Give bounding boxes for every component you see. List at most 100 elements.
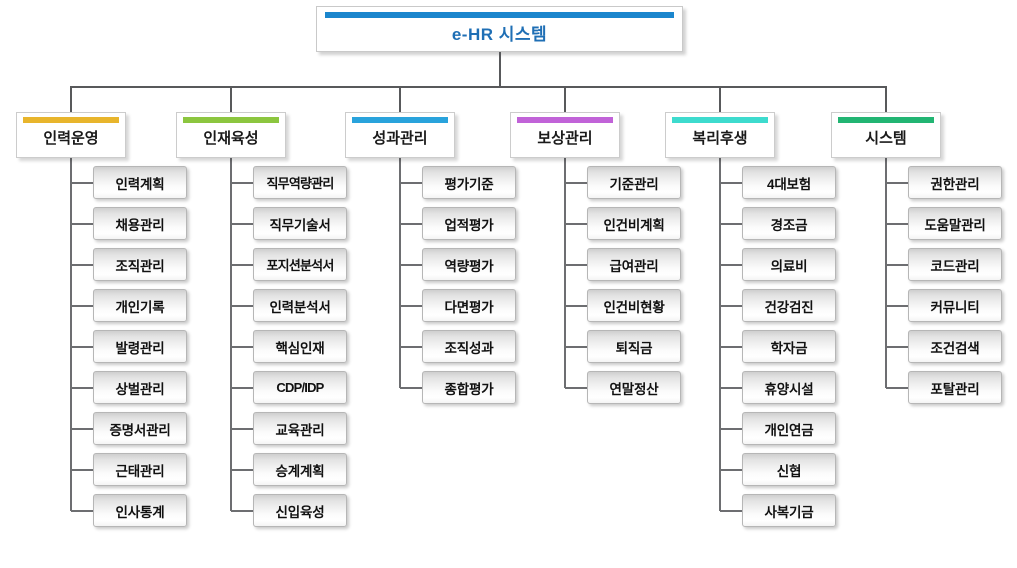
leaf-node-3-3[interactable]: 역량평가	[422, 248, 516, 281]
leaf-node-label: 휴양시설	[764, 381, 814, 397]
leaf-node-6-3[interactable]: 코드관리	[908, 248, 1002, 281]
leaf-node-label: 기준관리	[609, 176, 659, 192]
leaf-node-label: 조건검색	[930, 340, 980, 356]
leaf-node-1-6[interactable]: 상벌관리	[93, 371, 187, 404]
leaf-node-2-3[interactable]: 포지션분석서	[253, 248, 347, 281]
leaf-node-label: 직무역량관리	[266, 176, 335, 191]
leaf-node-4-1[interactable]: 기준관리	[587, 166, 681, 199]
category-node-label: 성과관리	[372, 130, 428, 147]
category-node-4[interactable]: 보상관리	[510, 112, 620, 158]
leaf-node-5-3[interactable]: 의료비	[742, 248, 836, 281]
leaf-node-6-4[interactable]: 커뮤니티	[908, 289, 1002, 322]
leaf-node-4-4[interactable]: 인건비현황	[587, 289, 681, 322]
leaf-node-3-2[interactable]: 업적평가	[422, 207, 516, 240]
category-stem	[719, 86, 721, 112]
leaf-node-2-8[interactable]: 승계계획	[253, 453, 347, 486]
category-stem	[230, 86, 232, 112]
leaf-stub	[886, 304, 908, 307]
leaf-node-label: 평가기준	[444, 176, 494, 192]
leaf-stub	[720, 181, 742, 184]
leaf-node-label: 조직성과	[444, 340, 494, 356]
leaf-stub	[71, 304, 93, 307]
leaf-node-3-6[interactable]: 종합평가	[422, 371, 516, 404]
leaf-stub	[886, 345, 908, 348]
leaf-node-1-5[interactable]: 발령관리	[93, 330, 187, 363]
leaf-stub	[231, 304, 253, 307]
leaf-node-label: 경조금	[770, 217, 808, 233]
leaf-node-5-6[interactable]: 휴양시설	[742, 371, 836, 404]
leaf-node-5-2[interactable]: 경조금	[742, 207, 836, 240]
leaf-stub	[400, 345, 422, 348]
leaf-stub	[231, 181, 253, 184]
leaf-stub	[71, 345, 93, 348]
leaf-node-2-5[interactable]: 핵심인재	[253, 330, 347, 363]
leaf-stub	[565, 386, 587, 389]
leaf-node-1-3[interactable]: 조직관리	[93, 248, 187, 281]
leaf-spine	[719, 158, 721, 511]
leaf-node-5-4[interactable]: 건강검진	[742, 289, 836, 322]
leaf-node-2-9[interactable]: 신입육성	[253, 494, 347, 527]
leaf-node-label: 인건비계획	[603, 217, 665, 233]
leaf-node-label: 인사통계	[115, 504, 165, 520]
leaf-node-2-2[interactable]: 직무기술서	[253, 207, 347, 240]
leaf-node-label: 포탈관리	[930, 381, 980, 397]
category-node-2[interactable]: 인재육성	[176, 112, 286, 158]
leaf-node-6-2[interactable]: 도움말관리	[908, 207, 1002, 240]
leaf-node-label: 의료비	[770, 258, 808, 274]
leaf-node-label: 사복기금	[764, 504, 814, 520]
leaf-spine	[70, 158, 72, 511]
leaf-node-2-4[interactable]: 인력분석서	[253, 289, 347, 322]
leaf-stub	[71, 427, 93, 430]
leaf-node-6-6[interactable]: 포탈관리	[908, 371, 1002, 404]
category-node-label: 보상관리	[537, 130, 593, 147]
leaf-spine	[564, 158, 566, 388]
leaf-node-label: 급여관리	[609, 258, 659, 274]
leaf-node-5-1[interactable]: 4대보험	[742, 166, 836, 199]
category-node-5[interactable]: 복리후생	[665, 112, 775, 158]
category-accent-bar	[183, 117, 279, 123]
leaf-node-6-5[interactable]: 조건검색	[908, 330, 1002, 363]
leaf-node-3-1[interactable]: 평가기준	[422, 166, 516, 199]
leaf-node-4-6[interactable]: 연말정산	[587, 371, 681, 404]
leaf-node-3-5[interactable]: 조직성과	[422, 330, 516, 363]
leaf-node-2-6[interactable]: CDP/IDP	[253, 371, 347, 404]
leaf-node-5-9[interactable]: 사복기금	[742, 494, 836, 527]
leaf-node-1-1[interactable]: 인력계획	[93, 166, 187, 199]
leaf-stub	[231, 345, 253, 348]
leaf-stub	[231, 509, 253, 512]
leaf-node-label: 조직관리	[115, 258, 165, 274]
leaf-node-4-5[interactable]: 퇴직금	[587, 330, 681, 363]
category-node-3[interactable]: 성과관리	[345, 112, 455, 158]
leaf-node-5-5[interactable]: 학자금	[742, 330, 836, 363]
category-accent-bar	[352, 117, 448, 123]
leaf-stub	[565, 181, 587, 184]
leaf-node-3-4[interactable]: 다면평가	[422, 289, 516, 322]
leaf-stub	[886, 181, 908, 184]
leaf-node-4-2[interactable]: 인건비계획	[587, 207, 681, 240]
category-accent-bar	[517, 117, 613, 123]
leaf-node-1-9[interactable]: 인사통계	[93, 494, 187, 527]
leaf-node-1-7[interactable]: 증명서관리	[93, 412, 187, 445]
leaf-node-label: 업적평가	[444, 217, 494, 233]
leaf-node-1-2[interactable]: 채용관리	[93, 207, 187, 240]
leaf-node-2-1[interactable]: 직무역량관리	[253, 166, 347, 199]
leaf-node-4-3[interactable]: 급여관리	[587, 248, 681, 281]
leaf-node-1-8[interactable]: 근태관리	[93, 453, 187, 486]
category-node-6[interactable]: 시스템	[831, 112, 941, 158]
leaf-node-1-4[interactable]: 개인기록	[93, 289, 187, 322]
leaf-stub	[231, 427, 253, 430]
category-node-1[interactable]: 인력운영	[16, 112, 126, 158]
leaf-node-5-8[interactable]: 신협	[742, 453, 836, 486]
leaf-node-5-7[interactable]: 개인연금	[742, 412, 836, 445]
leaf-stub	[886, 222, 908, 225]
leaf-node-label: 증명서관리	[109, 422, 171, 438]
leaf-stub	[720, 263, 742, 266]
root-node-ehr-system[interactable]: e-HR 시스템	[316, 6, 683, 52]
leaf-node-6-1[interactable]: 권한관리	[908, 166, 1002, 199]
category-stem	[564, 86, 566, 112]
leaf-node-2-7[interactable]: 교육관리	[253, 412, 347, 445]
leaf-stub	[720, 509, 742, 512]
root-accent-bar	[325, 12, 674, 18]
leaf-node-label: 승계계획	[275, 463, 325, 479]
